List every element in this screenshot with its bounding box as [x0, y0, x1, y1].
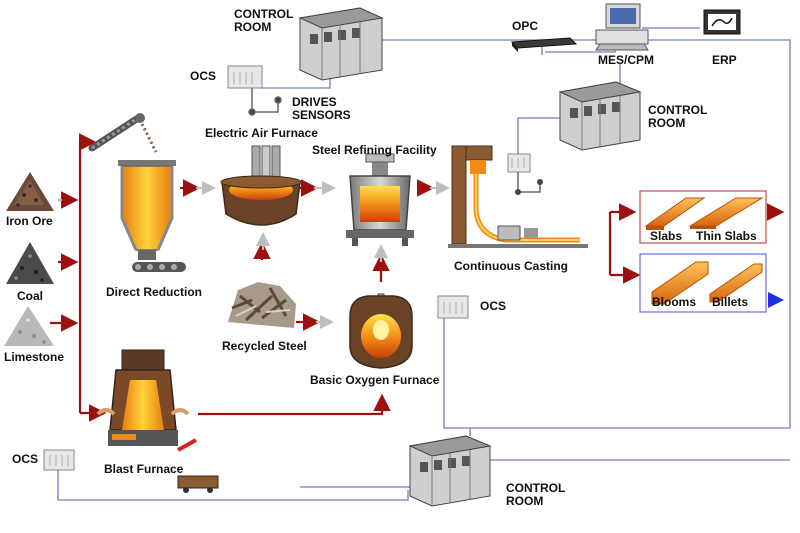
- control-room-bottom-line2: ROOM: [506, 494, 544, 508]
- control-room-top-line2: ROOM: [234, 20, 272, 34]
- iron-ore-pile-icon: [6, 172, 54, 211]
- mes-cpm-label: MES/CPM: [598, 53, 655, 67]
- control-room-right-line2: ROOM: [648, 116, 686, 130]
- erp-label: ERP: [712, 53, 737, 67]
- control-room-bottom-line1: CONTROL: [506, 481, 566, 495]
- limestone-pile-icon: [4, 306, 54, 346]
- network-bottom: [57, 468, 409, 501]
- ocs-right-icon: [507, 153, 543, 195]
- ocs-top-icon: [227, 65, 263, 89]
- opc-server-icon: [510, 37, 578, 52]
- iron-ore-label: Iron Ore: [6, 214, 53, 228]
- thin-slabs-label: Thin Slabs: [696, 229, 757, 243]
- sensors-label: SENSORS: [292, 108, 351, 122]
- control-room-right-label: CONTROL ROOM: [648, 104, 707, 130]
- blooms-label: Blooms: [652, 295, 697, 309]
- erp-terminal-icon: [703, 9, 741, 35]
- control-room-bottom-label: CONTROL ROOM: [506, 482, 565, 508]
- steel-refining-icon: [346, 153, 414, 246]
- ocs-mid-icon: [437, 295, 469, 319]
- blast-furnace-icon: [96, 349, 219, 493]
- network-ocs-right-link: [517, 117, 575, 155]
- basic-oxygen-furnace-icon: [349, 293, 413, 369]
- opc-label: OPC: [512, 19, 539, 33]
- bloom-icon: [651, 261, 709, 305]
- control-room-top-label: CONTROL ROOM: [234, 8, 293, 34]
- coal-label: Coal: [17, 289, 44, 303]
- continuous-casting-icon: [448, 145, 588, 248]
- drives-label: DRIVES: [292, 95, 337, 109]
- continuous-casting-label: Continuous Casting: [454, 259, 568, 273]
- billet-icon: [709, 263, 763, 303]
- control-room-right-icon: [558, 81, 642, 151]
- ocs-top-label: OCS: [190, 69, 217, 83]
- ocs-bottom-icon: [43, 449, 75, 471]
- network-ocs-top-link: [262, 75, 331, 89]
- recycled-steel-label: Recycled Steel: [222, 339, 307, 353]
- control-room-top-line1: CONTROL: [234, 7, 294, 21]
- control-room-bottom-icon: [408, 435, 492, 507]
- drives-sensors-label: DRIVES SENSORS: [292, 96, 351, 122]
- direct-reduction-label: Direct Reduction: [106, 285, 203, 299]
- limestone-label: Limestone: [4, 350, 65, 364]
- ocs-bottom-label: OCS: [12, 452, 39, 466]
- drives-sensors-icon: [248, 88, 282, 116]
- products-panel: [639, 190, 767, 313]
- direct-reduction-icon: [88, 113, 186, 272]
- blast-furnace-label: Blast Furnace: [104, 462, 184, 476]
- slabs-label: Slabs: [650, 229, 683, 243]
- control-room-top-icon: [298, 7, 384, 81]
- mes-cpm-computer-icon: [595, 3, 649, 51]
- control-room-right-line1: CONTROL: [648, 103, 708, 117]
- electric-air-furnace-icon: [220, 145, 302, 226]
- recycled-steel-scrap-icon: [228, 282, 296, 328]
- steel-refining-facility-label: Steel Refining Facility: [312, 143, 437, 157]
- electric-air-furnace-label: Electric Air Furnace: [205, 126, 318, 140]
- basic-oxygen-furnace-label: Basic Oxygen Furnace: [310, 373, 440, 387]
- secondary-arrows: [58, 181, 450, 329]
- coal-pile-icon: [6, 242, 54, 284]
- billets-label: Billets: [712, 295, 749, 309]
- ocs-mid-label: OCS: [480, 299, 507, 313]
